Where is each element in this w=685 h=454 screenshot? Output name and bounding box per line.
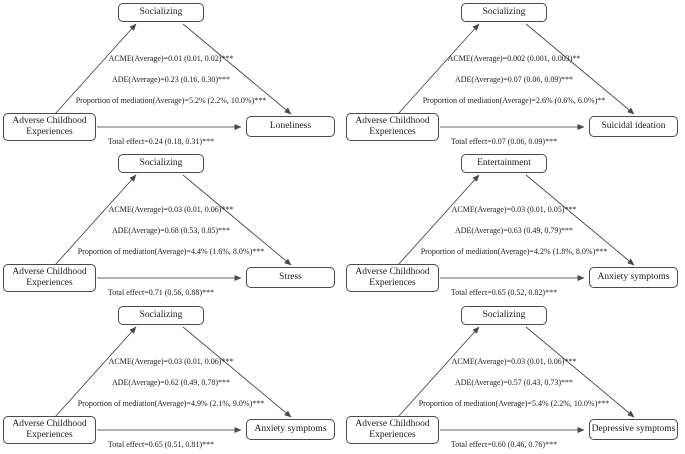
proportion-stat: Proportion of mediation(Average)=4.2% (1… xyxy=(420,247,608,256)
panel-socializing-suicidal-ideation: Socializing Adverse Childhood Experience… xyxy=(343,0,685,151)
predictor-box: Adverse Childhood Experiences xyxy=(346,113,439,141)
outcome-label: Depressive symptoms xyxy=(591,424,676,435)
outcome-box: Depressive symptoms xyxy=(589,419,678,440)
arrow-mediator-to-outcome xyxy=(182,174,292,266)
total-effect-stat: Total effect=0.65 (0.51, 0.81)*** xyxy=(107,440,215,449)
predictor-box: Adverse Childhood Experiences xyxy=(346,264,439,292)
ade-stat: ADE(Average)=0.68 (0.53, 0.85)*** xyxy=(111,226,231,235)
path-arrows xyxy=(397,326,635,433)
panel-socializing-loneliness: Socializing Adverse Childhood Experience… xyxy=(0,0,342,151)
ade-stat: ADE(Average)=0.62 (0.49, 0.78)*** xyxy=(111,378,231,387)
acme-stat: ACME(Average)=0.03 (0.01, 0.05)*** xyxy=(451,205,577,214)
mediator-label: Socializing xyxy=(139,7,183,18)
acme-stat: ACME(Average)=0.03 (0.01, 0.06)*** xyxy=(108,357,234,366)
mediator-box: Socializing xyxy=(118,3,204,22)
mediator-label: Socializing xyxy=(482,310,526,321)
panel-socializing-anxiety-symptoms: Socializing Adverse Childhood Experience… xyxy=(0,303,342,454)
proportion-stat: Proportion of mediation(Average)=4.9% (2… xyxy=(77,399,265,408)
total-effect-stat: Total effect=0.65 (0.52, 0.82)*** xyxy=(450,288,558,297)
path-arrows xyxy=(397,174,635,281)
ade-stat: ADE(Average)=0.57 (0.43, 0.73)*** xyxy=(454,378,574,387)
arrow-mediator-to-outcome xyxy=(525,23,635,115)
predictor-box: Adverse Childhood Experiences xyxy=(346,416,439,444)
mediator-label: Socializing xyxy=(482,7,526,18)
outcome-label: Anxiety symptoms xyxy=(597,272,670,283)
ade-stat: ADE(Average)=0.63 (0.49, 0.79)*** xyxy=(454,226,574,235)
acme-stat: ACME(Average)=0.002 (0.001, 0.003)** xyxy=(447,54,581,63)
path-arrows xyxy=(54,174,292,281)
arrow-predictor-to-mediator xyxy=(54,23,137,115)
outcome-label: Loneliness xyxy=(269,121,312,132)
proportion-stat: Proportion of mediation(Average)=4.4% (1… xyxy=(77,247,265,256)
mediator-box: Socializing xyxy=(118,154,204,173)
arrow-predictor-to-mediator xyxy=(397,23,480,115)
predictor-label: Adverse Childhood Experiences xyxy=(355,419,430,440)
mediator-box: Entertainment xyxy=(461,154,547,173)
panel-socializing-stress: Socializing Adverse Childhood Experience… xyxy=(0,151,342,302)
outcome-box: Anxiety symptoms xyxy=(589,267,678,288)
total-effect-stat: Total effect=0.07 (0.06, 0.09)*** xyxy=(450,137,558,146)
outcome-box: Suicidal ideation xyxy=(589,116,678,137)
path-arrows xyxy=(54,326,292,433)
mediator-box: Socializing xyxy=(118,306,204,325)
mediator-label: Socializing xyxy=(139,158,183,169)
outcome-label: Suicidal ideation xyxy=(601,121,666,132)
total-effect-stat: Total effect=0.24 (0.18, 0.31)*** xyxy=(107,137,215,146)
acme-stat: ACME(Average)=0.03 (0.01, 0.06)*** xyxy=(108,205,234,214)
arrow-predictor-to-mediator xyxy=(54,174,137,266)
mediator-box: Socializing xyxy=(461,306,547,325)
ade-stat: ADE(Average)=0.07 (0.06, 0.09)*** xyxy=(454,75,574,84)
arrow-mediator-to-outcome xyxy=(182,326,292,418)
outcome-box: Anxiety symptoms xyxy=(246,419,335,440)
panel-socializing-depressive-symptoms: Socializing Adverse Childhood Experience… xyxy=(343,303,685,454)
acme-stat: ACME(Average)=0.03 (0.01, 0.06)*** xyxy=(451,357,577,366)
outcome-label: Stress xyxy=(279,272,302,283)
arrow-predictor-to-mediator xyxy=(397,326,480,418)
arrow-predictor-to-mediator xyxy=(397,174,480,266)
panel-entertainment-anxiety-symptoms: Entertainment Adverse Childhood Experien… xyxy=(343,151,685,302)
path-arrows xyxy=(397,23,635,130)
predictor-label: Adverse Childhood Experiences xyxy=(12,419,87,440)
arrow-mediator-to-outcome xyxy=(525,174,635,266)
arrow-predictor-to-mediator xyxy=(54,326,137,418)
predictor-box: Adverse Childhood Experiences xyxy=(3,264,96,292)
outcome-box: Loneliness xyxy=(246,116,335,137)
outcome-label: Anxiety symptoms xyxy=(254,424,327,435)
proportion-stat: Proportion of mediation(Average)=5.4% (2… xyxy=(418,399,610,408)
arrow-mediator-to-outcome xyxy=(182,23,292,115)
mediator-label: Socializing xyxy=(139,310,183,321)
predictor-box: Adverse Childhood Experiences xyxy=(3,416,96,444)
mediator-box: Socializing xyxy=(461,3,547,22)
predictor-label: Adverse Childhood Experiences xyxy=(12,267,87,288)
predictor-label: Adverse Childhood Experiences xyxy=(12,116,87,137)
outcome-box: Stress xyxy=(246,267,335,288)
acme-stat: ACME(Average)=0.01 (0.01, 0.02)*** xyxy=(108,54,234,63)
path-arrows xyxy=(54,23,292,130)
predictor-label: Adverse Childhood Experiences xyxy=(355,116,430,137)
proportion-stat: Proportion of mediation(Average)=5.2% (2… xyxy=(75,96,267,105)
mediator-label: Entertainment xyxy=(477,158,531,169)
proportion-stat: Proportion of mediation(Average)=2.6% (0… xyxy=(422,96,606,105)
total-effect-stat: Total effect=0.71 (0.56, 0.88)*** xyxy=(107,288,215,297)
ade-stat: ADE(Average)=0.23 (0.16, 0.30)*** xyxy=(111,75,231,84)
predictor-label: Adverse Childhood Experiences xyxy=(355,267,430,288)
arrow-mediator-to-outcome xyxy=(525,326,635,418)
total-effect-stat: Total effect=0.60 (0.46, 0.76)*** xyxy=(450,440,558,449)
predictor-box: Adverse Childhood Experiences xyxy=(3,113,96,141)
